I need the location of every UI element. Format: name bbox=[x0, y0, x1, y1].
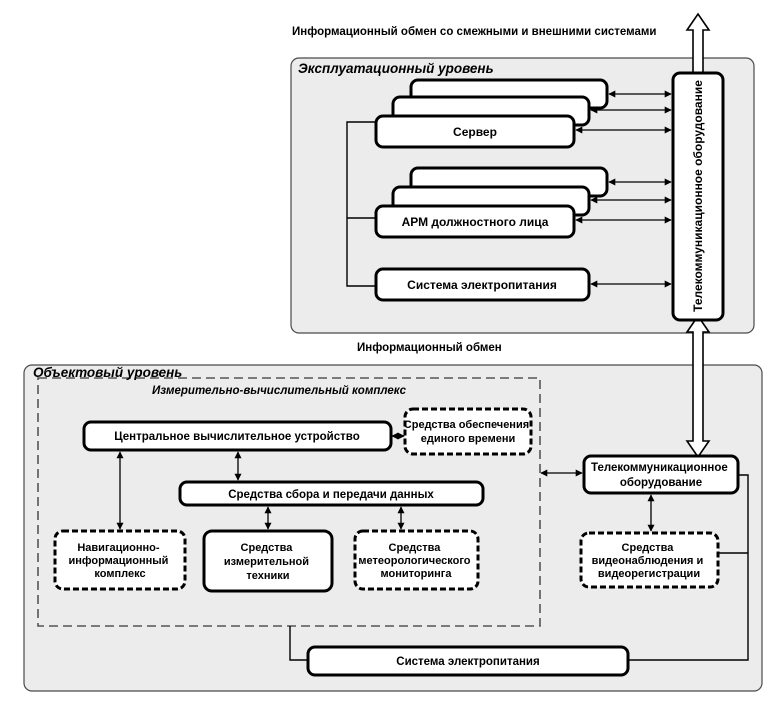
workstation-label: АРМ должностного лица bbox=[402, 215, 549, 229]
measuring-equipment-box bbox=[202, 529, 334, 593]
navigation-complex-label: Навигационно- информационный комплекс bbox=[68, 542, 171, 580]
meteorological-box bbox=[353, 529, 480, 591]
unified-time-box bbox=[403, 407, 533, 456]
measuring-equipment-label: Средства измерительной техники bbox=[224, 542, 312, 582]
object-power-box bbox=[306, 645, 630, 677]
acquisition-label: Средства сбора и передачи данных bbox=[228, 489, 434, 501]
object-power-label: Система электропитания bbox=[396, 656, 539, 668]
server-box bbox=[374, 114, 576, 149]
operational-power-box bbox=[374, 267, 591, 302]
object-telecom-label: Телекоммуникационное оборудование bbox=[591, 462, 731, 489]
cpu-box bbox=[82, 420, 393, 452]
object-power-connectors bbox=[289, 474, 749, 661]
operational-power-label: Система электропитания bbox=[407, 278, 557, 292]
object-level-title: Объектовый уровень bbox=[33, 365, 182, 380]
video-box bbox=[579, 531, 720, 589]
meteorological-label: Средства метеорологического мониторинга bbox=[358, 542, 473, 580]
unified-time-label: Средства обеспечения единого времени bbox=[404, 419, 532, 445]
operational-level-title: Эксплуатационный уровень bbox=[298, 61, 494, 76]
measuring-complex-title: Измерительно-вычислительный комплекс bbox=[152, 385, 407, 397]
operational-telecom-label: Телекоммуникационное оборудование bbox=[691, 80, 705, 312]
cpu-label: Центральное вычислительное устройство bbox=[114, 431, 359, 443]
acquisition-box bbox=[178, 480, 485, 507]
middle-exchange-label: Информационный обмен bbox=[357, 342, 502, 354]
operational-bus-line bbox=[346, 121, 377, 287]
server-label: Сервер bbox=[453, 125, 497, 139]
navigation-complex-box bbox=[53, 529, 187, 591]
video-label: Средства видеонаблюдения и видеорегистра… bbox=[592, 542, 707, 580]
measuring-complex-boundary bbox=[37, 377, 541, 627]
operational-telecom-box bbox=[671, 71, 725, 322]
top-exchange-label: Информационный обмен со смежными и внешн… bbox=[292, 26, 657, 38]
workstation-box bbox=[374, 204, 576, 239]
